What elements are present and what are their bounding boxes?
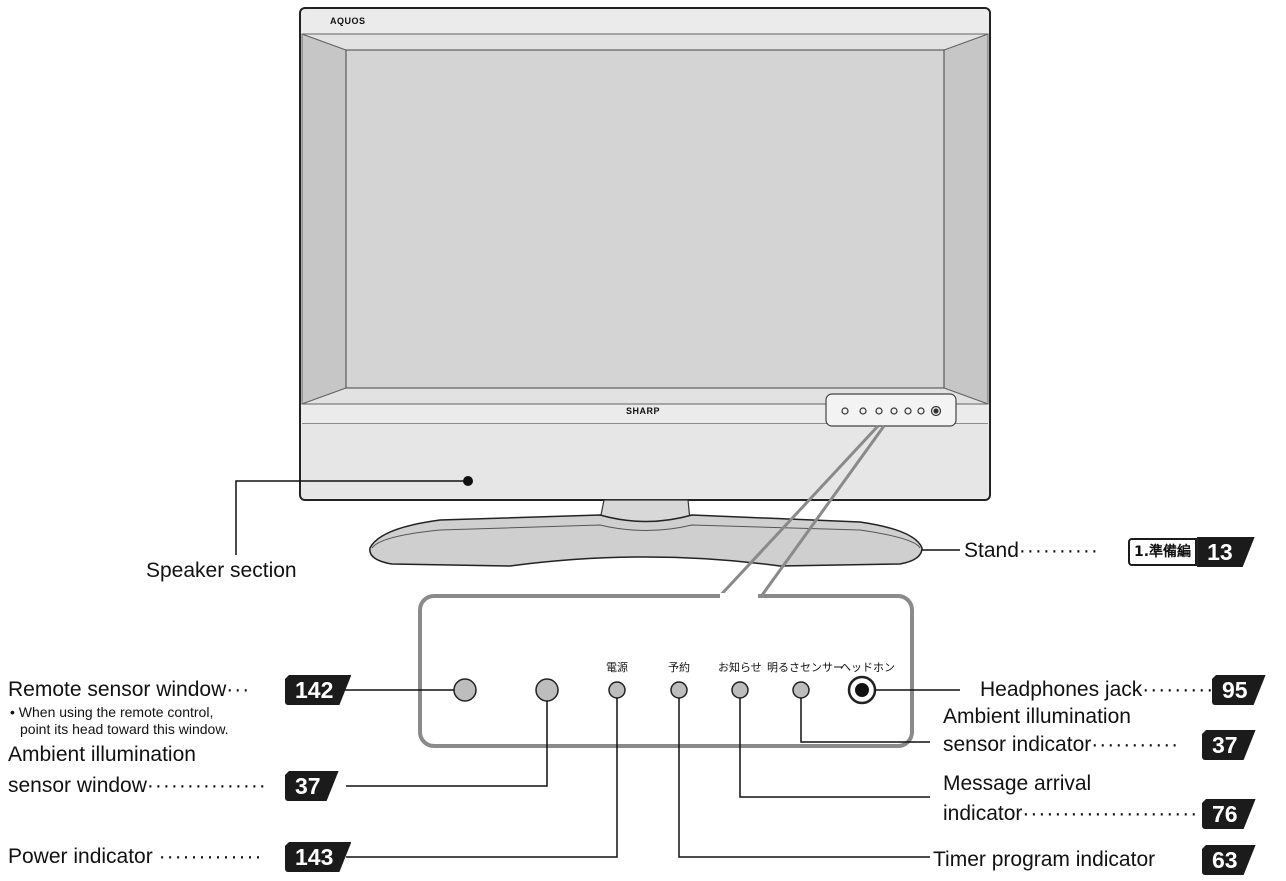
power-dots: ·············: [158, 845, 263, 868]
timer-leader: [678, 698, 930, 858]
remote-sensor-window: [453, 678, 477, 702]
bezel-top-side: [301, 33, 989, 51]
tv-brand-bottom: SHARP: [626, 406, 661, 416]
ambient-ind-dots: ···········: [1091, 733, 1180, 756]
remote-note-2: point its head toward this window.: [20, 721, 229, 737]
panel-label-timer: 予約: [668, 661, 690, 674]
power-label: Power indicator ·············: [8, 844, 263, 870]
stand-base: [369, 514, 923, 567]
remote-dots: ···: [226, 678, 251, 701]
ambient-window-label-1: Ambient illumination: [8, 743, 196, 766]
power-page-badge: 143: [285, 842, 351, 872]
ambient-window-text: sensor window: [8, 774, 147, 797]
zoom-connector: [716, 424, 880, 600]
remote-text: Remote sensor window: [8, 678, 227, 701]
stand-text: Stand: [964, 539, 1019, 562]
message-dots: ······················: [1022, 802, 1199, 825]
message-indicator: [731, 681, 749, 699]
remote-page-badge: 142: [285, 675, 351, 705]
brightness-indicator: [792, 681, 810, 699]
stand-chapter: 1.準備編: [1128, 538, 1198, 566]
stand-page-badge: 13: [1197, 537, 1255, 567]
stand-label: Stand··········: [964, 538, 1099, 564]
remote-label: Remote sensor window···: [8, 677, 250, 703]
tv-screen: [345, 49, 945, 389]
ambient-ind-page-badge: 37: [1202, 730, 1256, 760]
tv-brand-top: AQUOS: [330, 16, 366, 26]
timer-page-badge: 63: [1202, 845, 1256, 875]
power-text: Power indicator: [8, 845, 153, 868]
stand-chapter-ref: 1.準備編 13: [1128, 537, 1255, 567]
power-leader: [346, 698, 618, 858]
panel-label-power: 電源: [606, 661, 628, 674]
headphones-text: Headphones jack: [980, 678, 1143, 701]
ambient-ind-text: sensor indicator: [943, 733, 1092, 756]
ambient-ind-label-2: sensor indicator···········: [943, 732, 1179, 758]
headphones-dots: ·········: [1142, 678, 1215, 701]
ambient-window-dots: ···············: [146, 774, 267, 797]
timer-label: Timer program indicator: [933, 848, 1156, 871]
power-indicator: [608, 681, 626, 699]
ambient-ind-label-1: Ambient illumination: [943, 705, 1131, 728]
remote-note-1: • When using the remote control,: [10, 704, 214, 720]
bezel-right-side: [943, 33, 989, 405]
ambient-window-label-2: sensor window···············: [8, 773, 267, 799]
timer-indicator: [670, 681, 688, 699]
speaker-leader-line: [235, 480, 468, 555]
speaker-strip: [302, 424, 988, 498]
mini-indicators: [841, 405, 942, 417]
enlarged-panel: [418, 594, 914, 748]
panel-label-brightness: 明るさセンサー: [767, 661, 844, 674]
message-label-2: indicator······················: [943, 801, 1198, 827]
message-text: indicator: [943, 802, 1023, 825]
headphones-label: Headphones jack·········: [980, 677, 1214, 703]
brightness-leader: [800, 698, 930, 743]
ambient-window-leader: [346, 701, 548, 787]
panel-label-headphones: ヘッドホン: [840, 661, 895, 674]
stand-dots: ··········: [1018, 539, 1099, 562]
ambient-sensor-window: [535, 678, 559, 702]
panel-label-message: お知らせ: [718, 661, 762, 674]
message-label-1: Message arrival: [943, 772, 1092, 795]
speaker-label: Speaker section: [146, 559, 297, 582]
message-leader: [739, 698, 930, 798]
bezel-left-side: [301, 33, 347, 405]
